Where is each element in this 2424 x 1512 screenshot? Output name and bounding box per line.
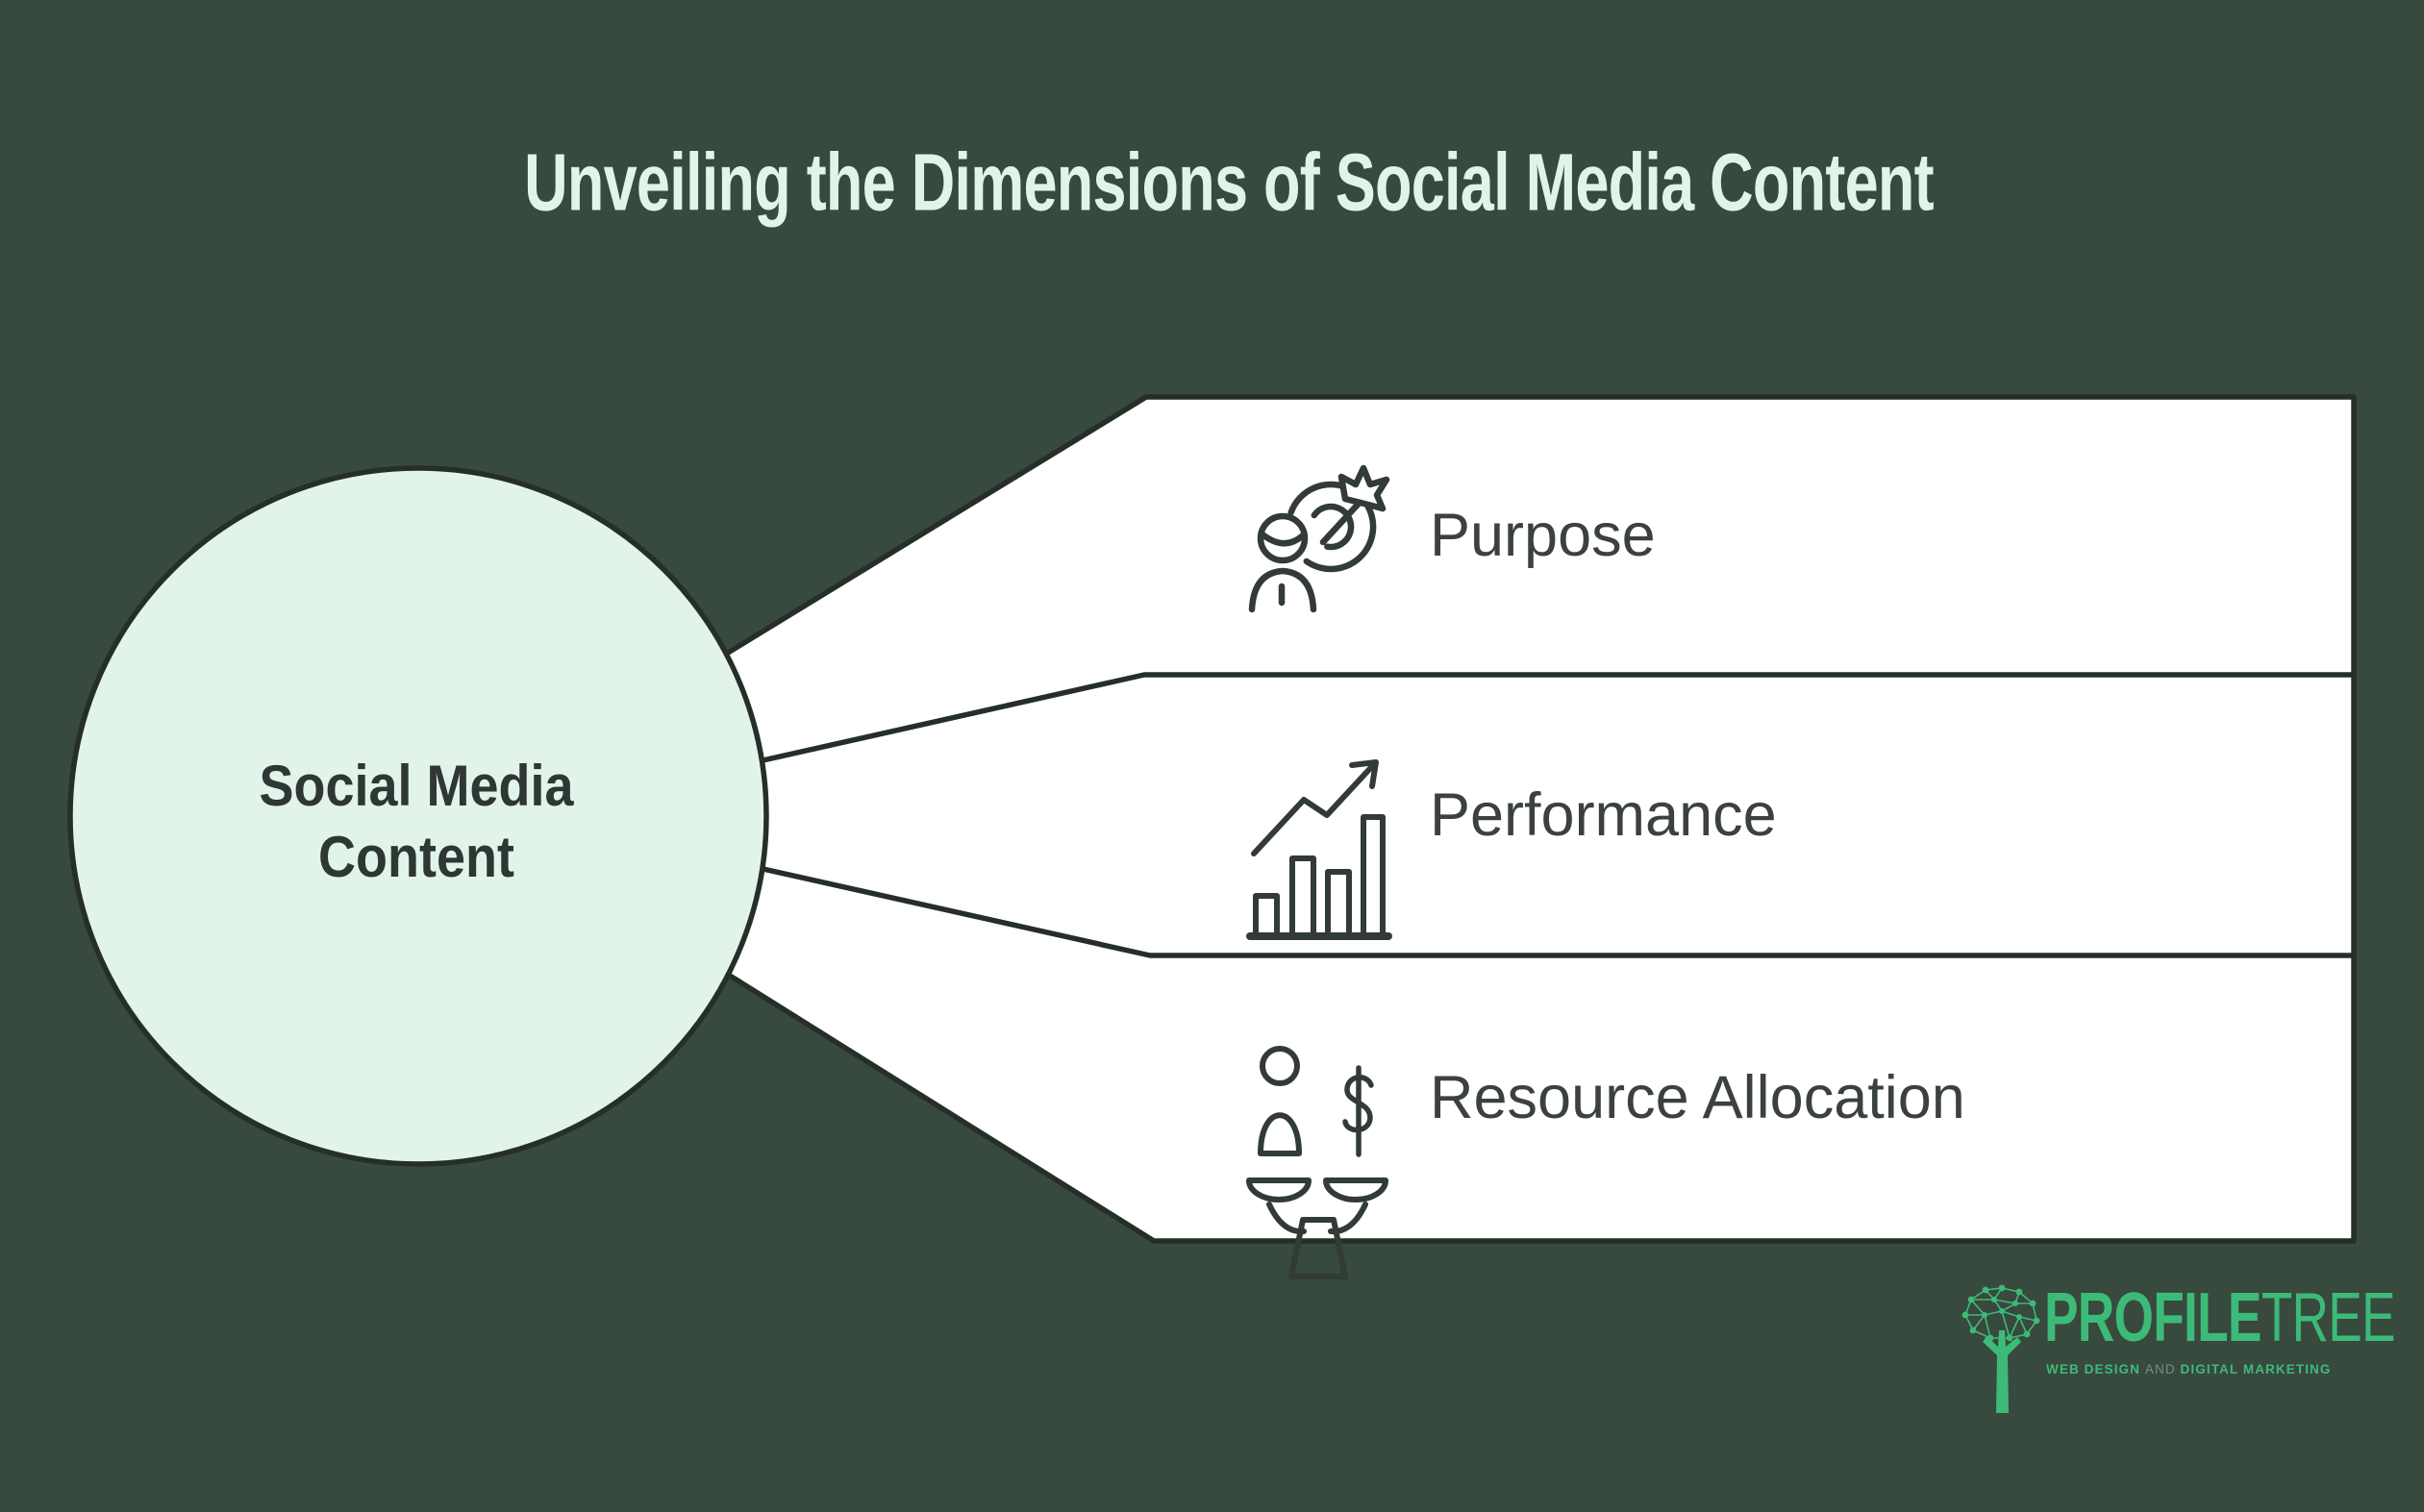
logo-text-tree: TREE [2261, 1279, 2396, 1356]
center-label-line2: Content [318, 825, 514, 889]
center-label: Social Media Content [259, 751, 573, 893]
branch-label-purpose: Purpose [1430, 502, 1656, 569]
growth-bar-chart-icon [1246, 759, 1392, 940]
divider-line-top [711, 672, 2354, 775]
profiletree-wordmark: PROFILETREE [2044, 1283, 2396, 1352]
branch-label-performance: Performance [1430, 781, 1777, 849]
center-label-line1: Social Media [259, 754, 574, 818]
center-circle [67, 465, 769, 1167]
person-target-icon [1248, 464, 1390, 613]
tagline-digital-marketing: DIGITAL MARKETING [2180, 1362, 2332, 1376]
branch-label-resource-allocation: Resource Allocation [1430, 1064, 1965, 1131]
profiletree-tagline: WEB DESIGN AND DIGITAL MARKETING [2046, 1362, 2332, 1376]
logo-text-profile: PROFILE [2044, 1279, 2262, 1356]
person-money-balance-icon [1246, 1046, 1388, 1279]
divider-line-bottom [711, 855, 2354, 958]
tagline-web-design: WEB DESIGN [2046, 1362, 2141, 1376]
page-title: Unveiling the Dimensions of Social Media… [524, 136, 1934, 228]
tagline-and: AND [2144, 1362, 2176, 1376]
profiletree-tree-icon [1962, 1284, 2040, 1413]
